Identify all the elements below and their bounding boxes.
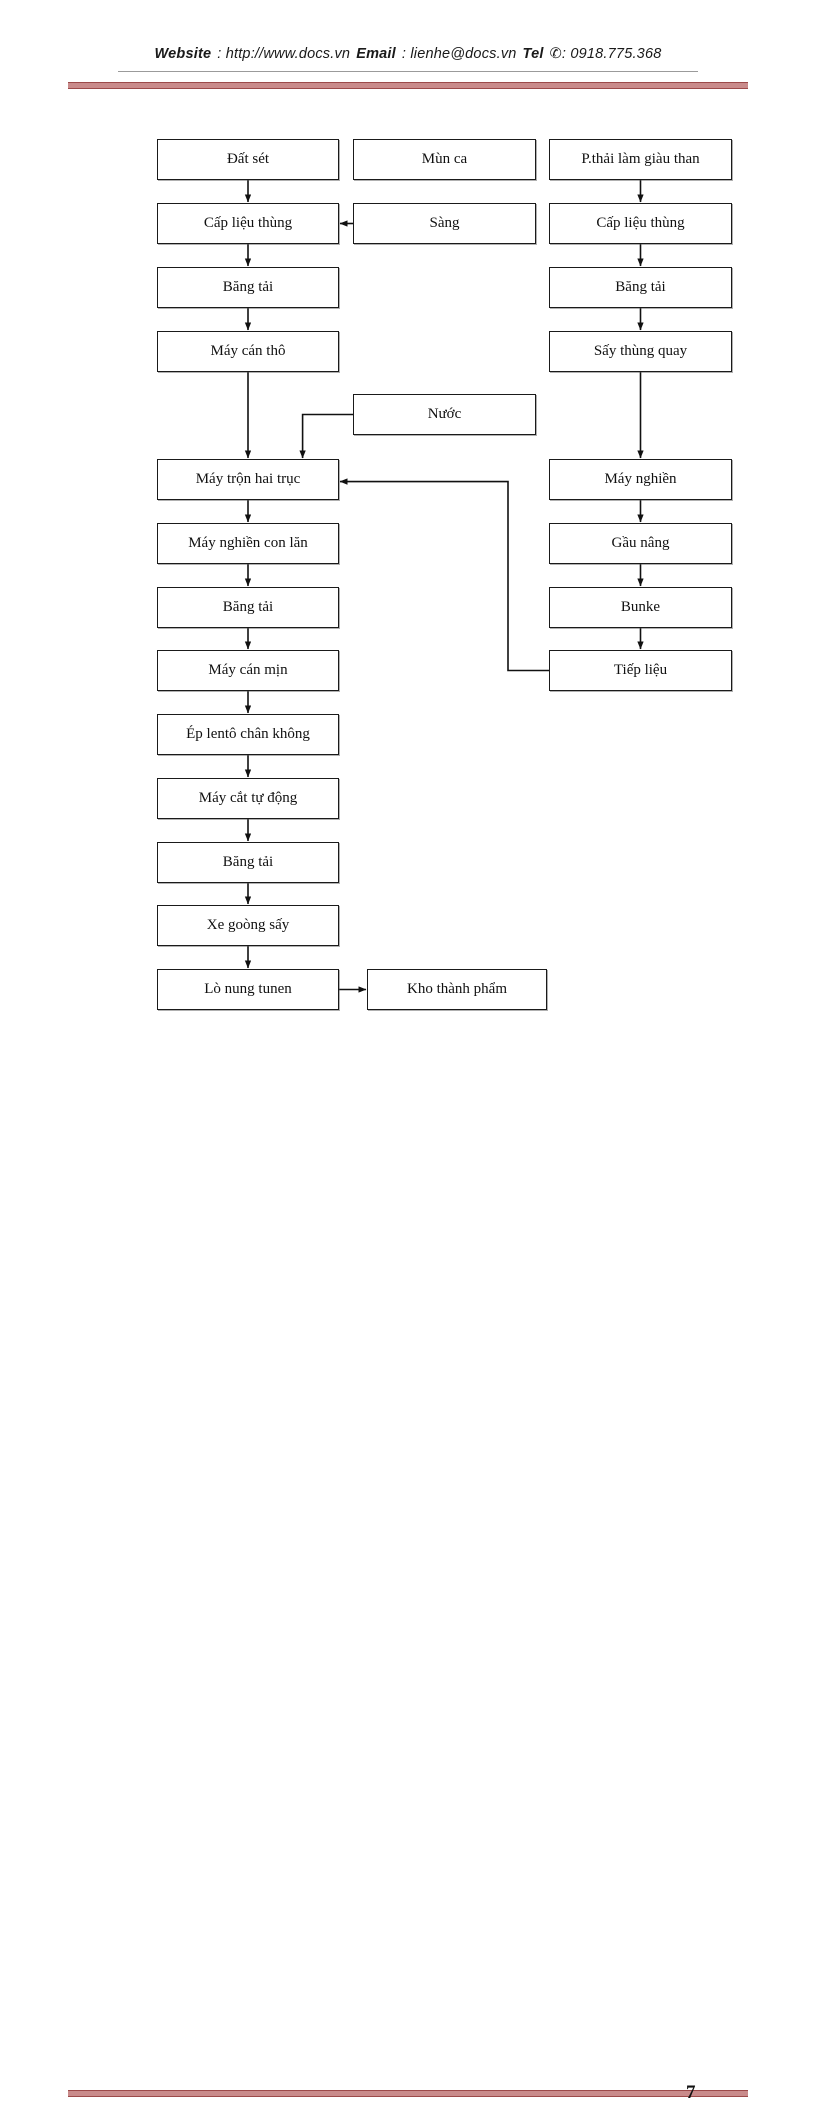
flow-node-may-nghien-cl: Máy nghiền con lăn — [157, 523, 339, 564]
flow-node-bang-tai-1: Băng tải — [157, 267, 339, 308]
flow-node-bang-tai-3: Băng tải — [157, 842, 339, 883]
header-contact-line: Website : http://www.docs.vn Email : lienhe… — [0, 46, 816, 62]
flow-node-may-cat: Máy cắt tự động — [157, 778, 339, 819]
connector-nuoc-to-may-tron — [299, 413, 353, 459]
header-website-label: Website — [154, 46, 212, 62]
flow-node-kho-thanh-pham: Kho thành phẩm — [367, 969, 547, 1010]
flow-node-label: Băng tải — [222, 599, 274, 616]
flow-node-label: Đất sét — [226, 151, 270, 168]
flow-node-label: Máy nghiền con lăn — [188, 535, 308, 552]
flow-node-label: Máy cán thô — [210, 343, 286, 360]
flow-node-may-nghien-r: Máy nghiền — [549, 459, 732, 500]
flow-node-label: Sàng — [429, 215, 460, 232]
flow-node-dat-set: Đất sét — [157, 139, 339, 180]
flow-node-label: Máy cán mịn — [208, 662, 288, 679]
flow-node-label: Sấy thùng quay — [593, 343, 688, 360]
flow-node-label: Máy trộn hai trục — [195, 471, 301, 488]
page-number: 7 — [686, 2082, 696, 2103]
flow-node-label: Băng tải — [222, 854, 274, 871]
header-email-label: Email — [356, 46, 396, 62]
flow-node-label: Gầu nâng — [611, 535, 670, 552]
header-thin-divider — [118, 71, 698, 72]
flow-node-label: Máy cắt tự động — [198, 790, 298, 807]
footer-decorative-rule — [68, 2090, 748, 2097]
flow-node-cap-lieu-l: Cấp liệu thùng — [157, 203, 339, 244]
flow-node-label: Cấp liệu thùng — [596, 215, 685, 232]
flow-node-label: Băng tải — [615, 279, 666, 296]
flow-node-pthai: P.thải làm giàu than — [549, 139, 732, 180]
flow-node-ep-lento: Ép lentô chân không — [157, 714, 339, 755]
flow-node-xe-goong: Xe goòng sấy — [157, 905, 339, 946]
header-decorative-rule — [68, 82, 748, 89]
flow-node-label: Băng tải — [222, 279, 274, 296]
flow-node-gau-nang: Gầu nâng — [549, 523, 732, 564]
flow-node-sang: Sàng — [353, 203, 536, 244]
flow-node-label: Ép lentô chân không — [186, 726, 310, 743]
header-website-value: : http://www.docs.vn — [217, 46, 351, 62]
flow-node-may-can-min: Máy cán mịn — [157, 650, 339, 691]
flow-node-tiep-lieu: Tiếp liệu — [549, 650, 732, 691]
header-tel-label: Tel — [522, 46, 544, 62]
connector-tiep-lieu-to-may-tron — [339, 478, 549, 672]
telephone-icon: ✆ — [549, 46, 562, 62]
flow-node-say-thung-quay: Sấy thùng quay — [549, 331, 732, 372]
flow-node-nuoc: Nước — [353, 394, 536, 435]
page-footer: 7 — [0, 1040, 816, 2103]
flow-node-label: Kho thành phẩm — [407, 981, 507, 998]
flow-node-label: Lò nung tunen — [204, 981, 292, 998]
flow-node-bang-tai-r: Băng tải — [549, 267, 732, 308]
header-tel-value: : 0918.775.368 — [561, 46, 662, 62]
flow-node-label: Bunke — [620, 599, 661, 616]
flow-node-label: Mùn ca — [421, 151, 468, 168]
flow-node-label: Nước — [427, 406, 462, 423]
flow-node-label: P.thải làm giàu than — [581, 151, 700, 168]
flow-node-label: Máy nghiền — [604, 471, 677, 488]
flow-node-bang-tai-2: Băng tải — [157, 587, 339, 628]
flow-node-mun-ca: Mùn ca — [353, 139, 536, 180]
flow-node-may-can-tho: Máy cán thô — [157, 331, 339, 372]
flow-node-cap-lieu-r: Cấp liệu thùng — [549, 203, 732, 244]
flow-node-label: Tiếp liệu — [613, 662, 668, 679]
flow-node-bunke: Bunke — [549, 587, 732, 628]
flow-node-may-tron: Máy trộn hai trục — [157, 459, 339, 500]
flow-node-label: Cấp liệu thùng — [203, 215, 293, 232]
flow-node-lo-nung: Lò nung tunen — [157, 969, 339, 1010]
flow-node-label: Xe goòng sấy — [206, 917, 290, 934]
page-header: Website : http://www.docs.vn Email : lienhe… — [0, 0, 816, 96]
header-email-value: : lienhe@docs.vn — [401, 46, 517, 62]
